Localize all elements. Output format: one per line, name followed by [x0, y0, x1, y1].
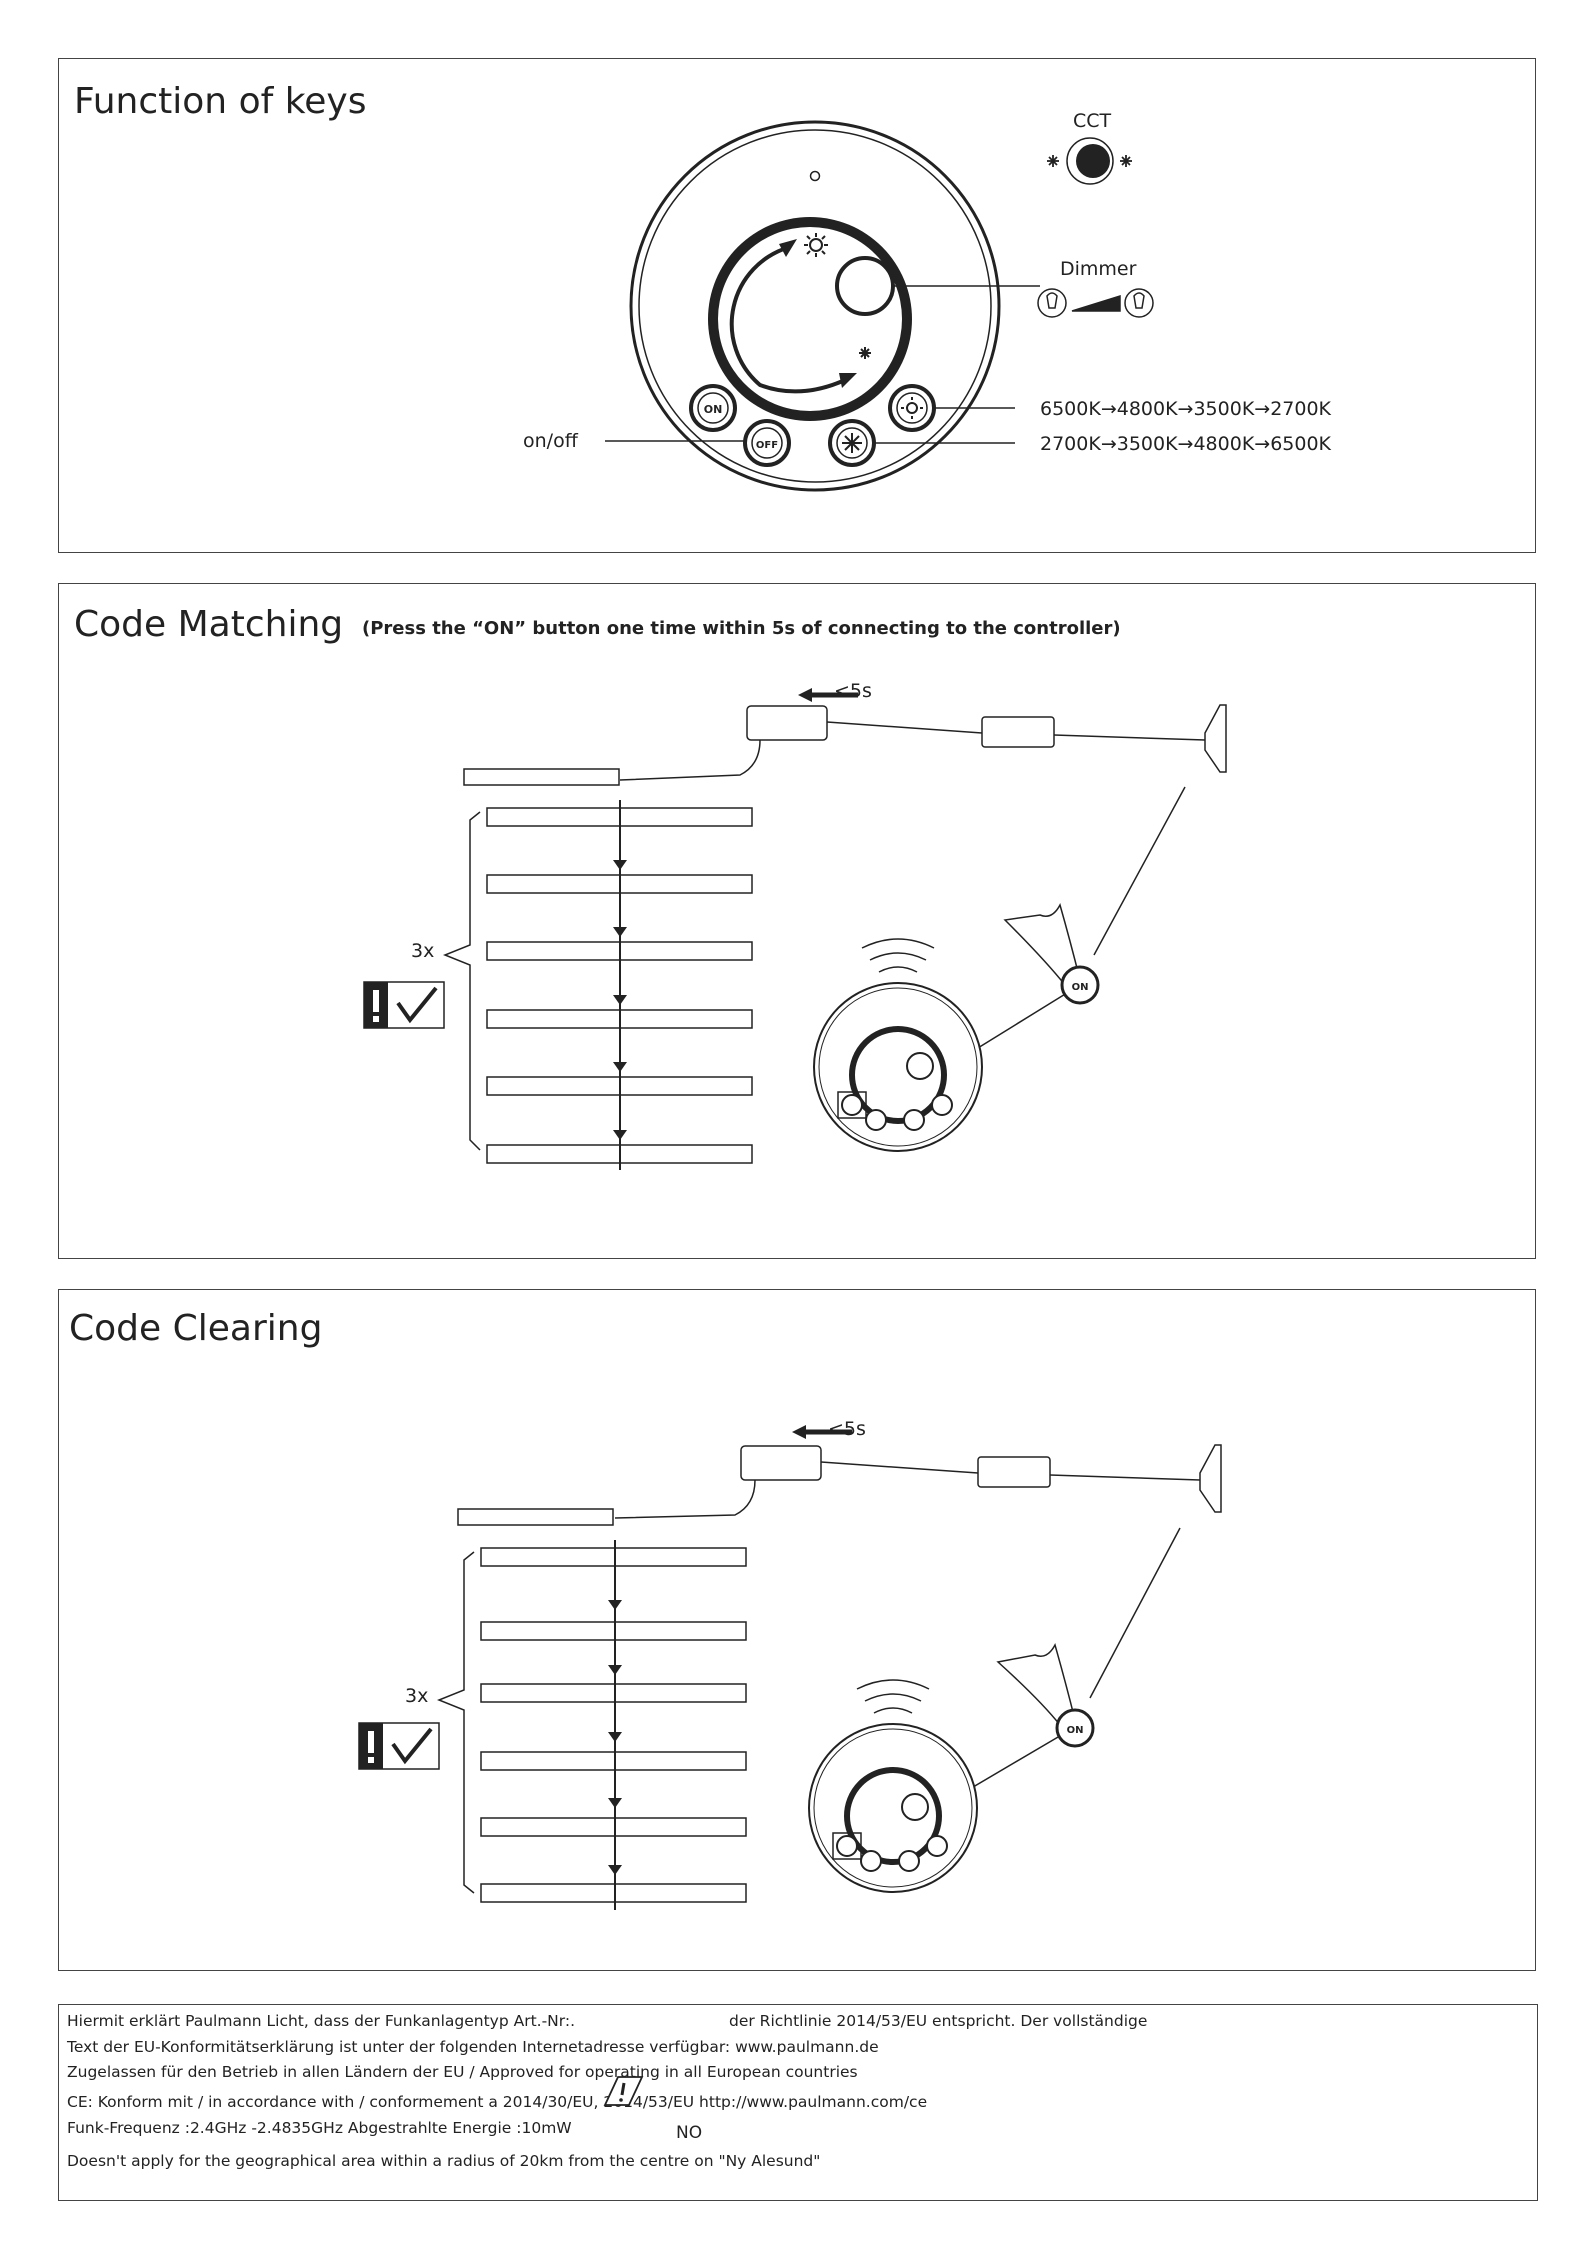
section-title-code-clearing: Code Clearing	[69, 1308, 323, 1349]
cool-sequence-label: 2700K→3500K→4800K→6500K	[1040, 433, 1332, 455]
code-matching-panel: Code Matching (Press the “ON” button one…	[58, 583, 1536, 1259]
svg-text:ON: ON	[704, 403, 723, 416]
dimmer-label: Dimmer	[1060, 258, 1137, 280]
controller-box	[746, 705, 828, 741]
svg-text:OFF: OFF	[756, 440, 778, 451]
power-supply-box	[977, 1456, 1051, 1488]
power-supply-box	[981, 716, 1055, 748]
led-strip-stack	[442, 800, 753, 1170]
cct-label: CCT	[1073, 110, 1112, 132]
code-matching-instruction: (Press the “ON” button one time within 5…	[362, 618, 1121, 639]
rotate-arrow-icon	[729, 245, 846, 394]
led-strip-stack	[436, 1540, 747, 1910]
warning-check-icon	[363, 981, 445, 1029]
section-title-function-of-keys: Function of keys	[74, 81, 367, 122]
remote-small	[808, 1679, 978, 1893]
finger-press-on-button	[1003, 903, 1100, 1005]
legal-line-2: Text der EU-Konformitätserklärung ist un…	[67, 2038, 879, 2056]
bright-sun-icon	[804, 233, 828, 257]
remote-small	[813, 938, 983, 1152]
controller-box	[740, 1445, 822, 1481]
legal-line-3: Zugelassen für den Betrieb in allen Länd…	[67, 2063, 858, 2081]
legal-line-4: CE: Konform mit / in accordance with / c…	[67, 2093, 928, 2111]
wiring-diagram	[463, 688, 1227, 1094]
dimmer-bulb-icon	[1037, 288, 1154, 318]
finger-press-on-button	[996, 1643, 1095, 1748]
timer-label: <5s	[834, 680, 872, 702]
warning-check-icon	[358, 1722, 440, 1770]
restriction-badge: NO	[676, 2123, 703, 2143]
sun-icon	[901, 397, 923, 419]
timer-label: <5s	[828, 1418, 866, 1440]
legal-line-1a: Hiermit erklärt Paulmann Licht, dass der…	[67, 2012, 576, 2030]
dim-sun-icon	[859, 347, 871, 359]
legal-line-5: Funk-Frequenz :2.4GHz -2.4835GHz Abgestr…	[67, 2119, 572, 2137]
svg-text:ON: ON	[1067, 1725, 1084, 1736]
section-title-code-matching: Code Matching	[74, 604, 344, 645]
cct-knob-icon	[1047, 137, 1132, 185]
legal-line-1b: der Richtlinie 2014/53/EU entspricht. De…	[729, 2012, 1148, 2030]
legal-declaration-box: Hiermit erklärt Paulmann Licht, dass der…	[58, 2004, 1538, 2201]
warm-sequence-label: 6500K→4800K→3500K→2700K	[1040, 398, 1332, 420]
repeat-label: 3x	[405, 1685, 429, 1707]
svg-text:ON: ON	[1072, 982, 1089, 993]
onoff-label: on/off	[523, 430, 578, 452]
legal-line-6: Doesn't apply for the geographical area …	[67, 2152, 821, 2170]
snowflake-icon	[842, 433, 862, 453]
led-indicator	[809, 170, 821, 182]
repeat-label: 3x	[411, 940, 435, 962]
code-clearing-panel: Code Clearing	[58, 1289, 1536, 1971]
